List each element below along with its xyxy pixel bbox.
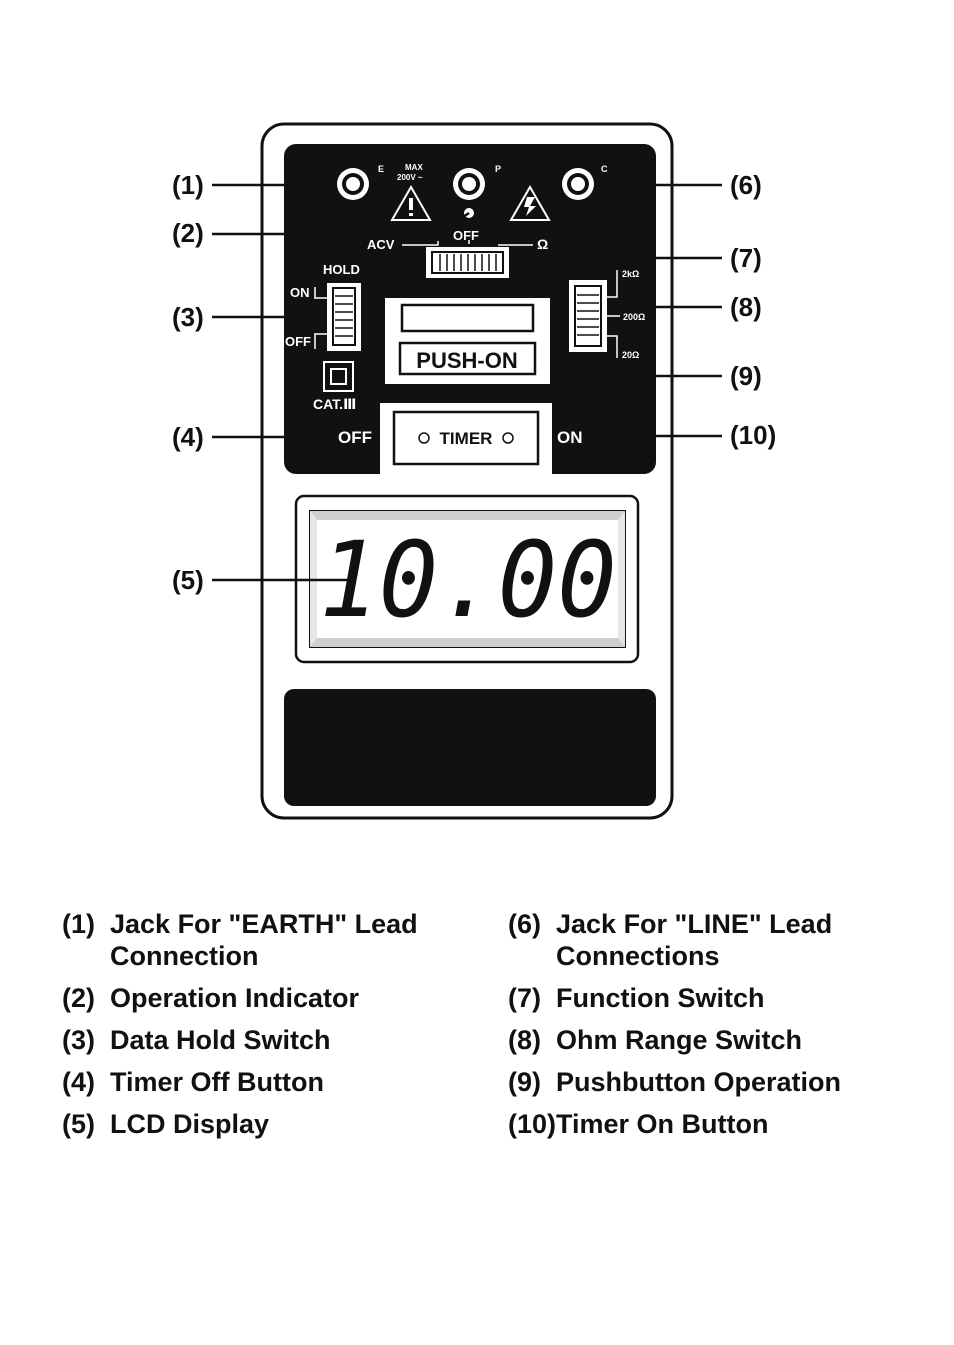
legend-number: (5) bbox=[62, 1109, 95, 1139]
legend-text: Ohm Range Switch bbox=[556, 1025, 803, 1055]
timer-button[interactable]: TIMER bbox=[380, 403, 552, 475]
probe-jack[interactable] bbox=[453, 168, 485, 200]
legend-item: (5) LCD Display bbox=[62, 1108, 482, 1140]
legend-number: (9) bbox=[508, 1067, 541, 1097]
hold-on-label: ON bbox=[290, 285, 310, 300]
legend-item: (8) Ohm Range Switch bbox=[508, 1024, 928, 1056]
lcd-display: 10.00 bbox=[294, 494, 640, 664]
callout-10: (10) bbox=[730, 420, 776, 450]
legend-item: (3) Data Hold Switch bbox=[62, 1024, 482, 1056]
callout-7: (7) bbox=[730, 243, 762, 273]
timer-off-label: OFF bbox=[338, 428, 372, 447]
hold-switch-leaders bbox=[314, 287, 327, 349]
callout-4: (4) bbox=[172, 422, 204, 452]
legend-item: (4) Timer Off Button bbox=[62, 1066, 482, 1098]
legend-item: (2) Operation Indicator bbox=[62, 982, 482, 1014]
legend-item: (9) Pushbutton Operation bbox=[508, 1066, 928, 1098]
legend-left: (1) Jack For "EARTH" Lead Connection (2)… bbox=[62, 908, 482, 1150]
bottom-window bbox=[284, 689, 656, 806]
high-voltage-warning-icon bbox=[509, 184, 551, 221]
legend-number: (7) bbox=[508, 983, 541, 1013]
jack-p-label: P bbox=[495, 164, 501, 174]
legend-number: (1) bbox=[62, 909, 95, 939]
legend-right: (6) Jack For "LINE" Lead Connections (7)… bbox=[508, 908, 928, 1150]
legend-text: Pushbutton Operation bbox=[556, 1067, 841, 1097]
data-hold-switch[interactable] bbox=[327, 283, 361, 351]
push-on-button[interactable]: PUSH-ON bbox=[385, 298, 550, 384]
range-200-label: 200Ω bbox=[623, 312, 645, 322]
double-insulation-icon bbox=[323, 361, 354, 392]
function-switch-leaders bbox=[402, 240, 533, 246]
legend-item: (6) Jack For "LINE" Lead Connections bbox=[508, 908, 928, 972]
callout-1: (1) bbox=[172, 170, 204, 200]
callout-2: (2) bbox=[172, 218, 204, 248]
callout-9: (9) bbox=[730, 361, 762, 391]
function-acv-label: ACV bbox=[367, 237, 395, 252]
legend-text: Jack For "EARTH" Lead Connection bbox=[110, 909, 418, 971]
legend-text: Data Hold Switch bbox=[110, 1025, 331, 1055]
cat-label: CAT.Ⅲ bbox=[313, 396, 356, 412]
timer-label: TIMER bbox=[440, 429, 493, 448]
timer-on-indicator bbox=[502, 432, 514, 444]
hold-title-label: HOLD bbox=[323, 262, 360, 277]
push-on-label: PUSH-ON bbox=[416, 348, 517, 373]
warning-triangle-icon bbox=[390, 184, 432, 221]
legend-item: (7) Function Switch bbox=[508, 982, 928, 1014]
callout-3: (3) bbox=[172, 302, 204, 332]
function-ohm-label: Ω bbox=[537, 236, 548, 252]
legend-number: (2) bbox=[62, 983, 95, 1013]
legend-number: (6) bbox=[508, 909, 541, 939]
range-2k-label: 2kΩ bbox=[622, 269, 639, 279]
timer-on-label: ON bbox=[557, 428, 583, 447]
legend-text: Operation Indicator bbox=[110, 983, 360, 1013]
jack-c-label: C bbox=[601, 164, 608, 174]
max-voltage-value: 200V ~ bbox=[397, 173, 423, 182]
legend-text: Timer On Button bbox=[556, 1109, 769, 1139]
hold-off-label: OFF bbox=[285, 334, 311, 349]
function-switch[interactable] bbox=[426, 247, 509, 278]
lcd-reading: 10.00 bbox=[319, 520, 616, 641]
earth-jack[interactable] bbox=[337, 168, 369, 200]
legend-number: (8) bbox=[508, 1025, 541, 1055]
timer-off-indicator bbox=[418, 432, 430, 444]
range-switch-leaders bbox=[607, 270, 620, 358]
legend-text: Timer Off Button bbox=[110, 1067, 324, 1097]
legend-text: Function Switch bbox=[556, 983, 765, 1013]
function-off-label: OFF bbox=[453, 228, 479, 243]
range-20-label: 20Ω bbox=[622, 350, 639, 360]
ohm-range-switch[interactable] bbox=[569, 280, 607, 352]
jack-e-label: E bbox=[378, 164, 384, 174]
legend-item: (10) Timer On Button bbox=[508, 1108, 928, 1140]
legend-number: (4) bbox=[62, 1067, 95, 1097]
max-voltage-label: MAX bbox=[405, 163, 423, 172]
meter-diagram: E P C MAX 200V ~ ACV OFF Ω HOLD ON OFF bbox=[172, 122, 776, 820]
callout-6: (6) bbox=[730, 170, 762, 200]
line-jack[interactable] bbox=[562, 168, 594, 200]
callout-5: (5) bbox=[172, 565, 204, 595]
callout-lines bbox=[212, 183, 722, 582]
callout-8: (8) bbox=[730, 292, 762, 322]
legend-item: (1) Jack For "EARTH" Lead Connection bbox=[62, 908, 482, 972]
legend-text: LCD Display bbox=[110, 1109, 270, 1139]
legend-text: Jack For "LINE" Lead Connections bbox=[556, 909, 833, 971]
legend-number: (10) bbox=[508, 1109, 557, 1139]
legend-number: (3) bbox=[62, 1025, 95, 1055]
